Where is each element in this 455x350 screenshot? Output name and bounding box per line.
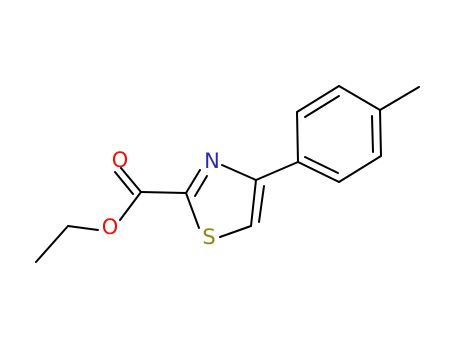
- bond-benzene-6-1-inner: [304, 156, 339, 174]
- bond-c4-c5-b: [258, 185, 265, 223]
- bond-c4-aryl: [255, 161, 299, 181]
- bond-c2-n3-b: [194, 175, 208, 197]
- bond-benzene-6-1: [297, 161, 340, 183]
- bond-s1-c2: [185, 192, 200, 229]
- bond-ch2-o-ether: [67, 225, 99, 231]
- bond-benzene-2-3: [296, 85, 340, 113]
- bond-aryl-methyl: [379, 86, 420, 111]
- bond-benzene-4-5: [379, 109, 382, 157]
- bond-c-o-double-2: [114, 171, 134, 195]
- bond-c-o-double-1: [120, 167, 142, 193]
- atom-label-carbonyl-oxygen: O: [112, 148, 129, 172]
- atom-label-nitrogen: N: [204, 149, 220, 173]
- bond-c4-c5-a: [250, 179, 257, 227]
- bond-o-ether-c-carbonyl: [119, 191, 142, 221]
- bond-benzene-2-3-inner: [304, 95, 340, 118]
- bond-n3-c4: [221, 164, 257, 181]
- bond-benzene-5-6: [338, 155, 382, 183]
- bond-benzene-3-4: [338, 85, 381, 111]
- bond-benzene-4-5-inner: [371, 115, 374, 153]
- bond-benzene-1-2: [296, 111, 299, 163]
- atom-label-sulfur: S: [202, 225, 215, 249]
- bond-ch3-ch2: [35, 225, 69, 263]
- bond-c-carbonyl-c2: [140, 191, 187, 194]
- bond-c2-n3-a: [185, 169, 201, 194]
- bond-c5-s1: [219, 225, 252, 238]
- atom-label-ether-oxygen: O: [102, 215, 119, 239]
